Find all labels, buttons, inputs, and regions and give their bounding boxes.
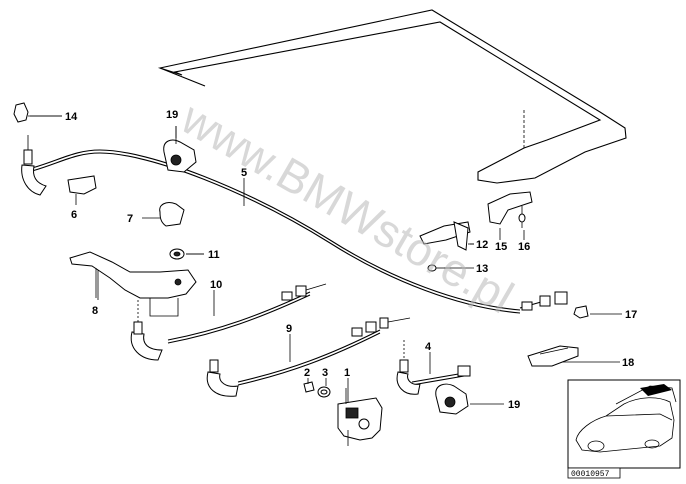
callout-3: 3 xyxy=(322,367,328,379)
inset-frame xyxy=(567,379,681,469)
callout-11: 11 xyxy=(208,249,220,261)
vehicle-inset: 00010957 xyxy=(567,379,681,479)
callout-2: 2 xyxy=(304,367,310,379)
callout-4: 4 xyxy=(425,341,432,353)
part-15-hook xyxy=(487,191,533,225)
callout-10: 10 xyxy=(210,279,222,291)
bonnet-outline xyxy=(157,9,627,184)
callout-19-bottom: 19 xyxy=(508,399,520,411)
cable-10 xyxy=(167,283,327,344)
part-16-screw xyxy=(518,206,526,228)
callout-17: 17 xyxy=(625,309,637,321)
reference-code: 00010957 xyxy=(571,470,610,479)
callout-14: 14 xyxy=(65,111,78,123)
reference-code-box xyxy=(567,467,621,479)
part-19-holder-bottom xyxy=(435,383,469,415)
part-13-screw xyxy=(427,264,446,272)
callout-16: 16 xyxy=(518,241,530,253)
callout-6: 6 xyxy=(71,209,77,221)
callout-9: 9 xyxy=(286,323,292,335)
cable-end-left xyxy=(21,135,47,196)
part-1-lock xyxy=(337,388,383,446)
callout-8: 8 xyxy=(92,305,98,317)
callout-13: 13 xyxy=(476,263,488,275)
callout-5: 5 xyxy=(241,167,247,179)
part-2-bolt xyxy=(303,381,315,393)
callout-7: 7 xyxy=(127,213,133,225)
callout-1: 1 xyxy=(344,367,350,379)
part-3-washer xyxy=(317,386,331,398)
watermark-text: www.BMWstore.pl xyxy=(172,91,522,323)
release-cable xyxy=(31,149,568,314)
leader-lines xyxy=(30,115,622,405)
cable-4 xyxy=(396,340,471,395)
callout-15: 15 xyxy=(495,241,507,253)
cable-9 xyxy=(237,317,411,386)
part-14-clip xyxy=(13,102,62,123)
cable-end-10 xyxy=(130,300,163,361)
part-17-clip xyxy=(573,305,589,319)
callout-19-top: 19 xyxy=(166,109,178,121)
callout-18: 18 xyxy=(622,357,634,369)
part-6-clip xyxy=(67,175,97,205)
cable-end-9 xyxy=(206,359,239,397)
callout-12: 12 xyxy=(476,239,488,251)
part-18-bracket xyxy=(527,345,579,367)
part-8-lever xyxy=(69,251,197,317)
part-7-bracket xyxy=(142,202,185,227)
